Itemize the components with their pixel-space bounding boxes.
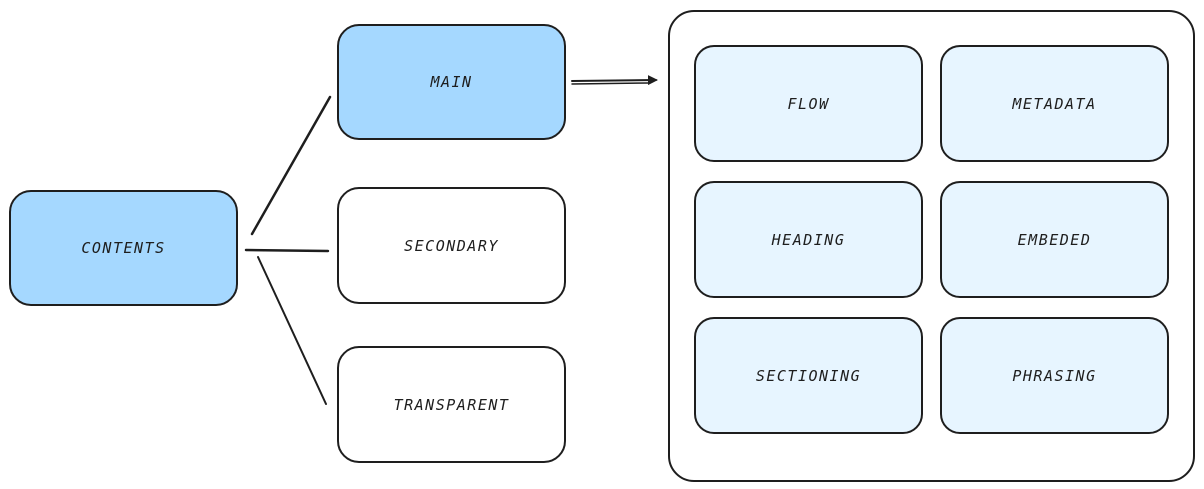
sectioning-node: SECTIONING: [694, 317, 923, 434]
arrow-main-to-group: [571, 75, 658, 86]
arrow-main-to-group-stroke2: [571, 82, 649, 85]
connector-contents-transparent: [257, 256, 327, 405]
flow-node: FLOW: [694, 45, 923, 162]
main-node: MAIN: [337, 24, 566, 140]
connector-contents-main: [250, 95, 332, 236]
transparent-node: TRANSPARENT: [337, 346, 566, 463]
phrasing-node: PHRASING: [940, 317, 1169, 434]
secondary-node: SECONDARY: [337, 187, 566, 304]
embeded-node: EMBEDED: [940, 181, 1169, 298]
contents-node: CONTENTS: [9, 190, 238, 306]
main-content-types-group: [668, 10, 1195, 482]
metadata-node: METADATA: [940, 45, 1169, 162]
connector-contents-secondary: [244, 248, 330, 253]
heading-node: HEADING: [694, 181, 923, 298]
